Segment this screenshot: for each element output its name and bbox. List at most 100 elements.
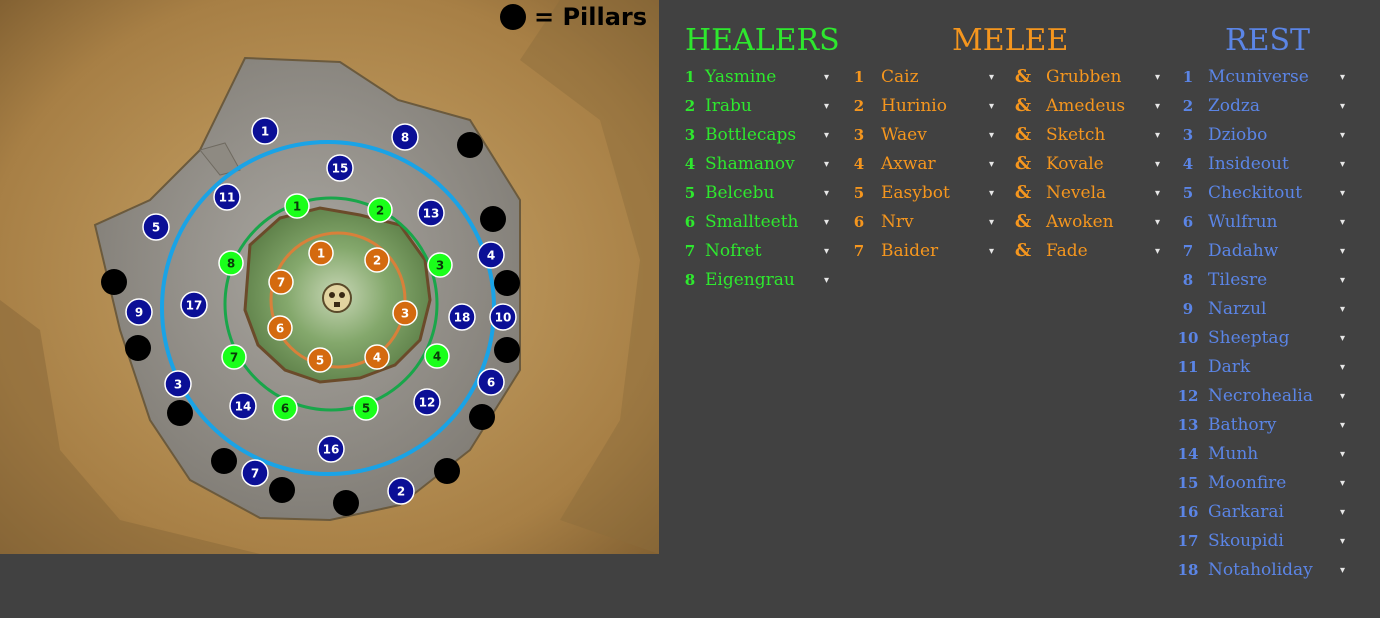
melee-partner-row[interactable]: &Grubben▾: [1012, 63, 1170, 92]
melee-partner-row[interactable]: &Awoken▾: [1012, 208, 1170, 237]
dropdown-arrow-icon[interactable]: ▾: [1340, 391, 1346, 402]
melee-ring: [269, 231, 407, 369]
rest-position-marker: 13: [417, 199, 445, 227]
rest-slot-number: 3: [1182, 126, 1194, 144]
healers-header: HEALERS: [685, 23, 840, 58]
dropdown-arrow-icon[interactable]: ▾: [1340, 130, 1346, 141]
dropdown-arrow-icon[interactable]: ▾: [989, 246, 995, 257]
dropdown-arrow-icon[interactable]: ▾: [1155, 101, 1161, 112]
melee-partner-row[interactable]: &Sketch▾: [1012, 121, 1170, 150]
dropdown-arrow-icon[interactable]: ▾: [824, 246, 830, 257]
dropdown-arrow-icon[interactable]: ▾: [1340, 507, 1346, 518]
rest-position-marker: 2: [387, 477, 415, 505]
rest-position-marker: 10: [489, 303, 517, 331]
dropdown-arrow-icon[interactable]: ▾: [1340, 304, 1346, 315]
melee-partner-row[interactable]: &Kovale▾: [1012, 150, 1170, 179]
dropdown-arrow-icon[interactable]: ▾: [1155, 246, 1161, 257]
healers-position-marker: 2: [367, 197, 393, 223]
dropdown-arrow-icon[interactable]: ▾: [824, 130, 830, 141]
dropdown-arrow-icon[interactable]: ▾: [1340, 333, 1346, 344]
dropdown-arrow-icon[interactable]: ▾: [1340, 275, 1346, 286]
dropdown-arrow-icon[interactable]: ▾: [989, 188, 995, 199]
rest-marker-number: 8: [401, 131, 409, 145]
healers-marker-circle: [367, 197, 393, 223]
dropdown-arrow-icon[interactable]: ▾: [989, 72, 995, 83]
dropdown-arrow-icon[interactable]: ▾: [1340, 101, 1346, 112]
dropdown-arrow-icon[interactable]: ▾: [1340, 536, 1346, 547]
dropdown-arrow-icon[interactable]: ▾: [989, 159, 995, 170]
dropdown-arrow-icon[interactable]: ▾: [1340, 217, 1346, 228]
dropdown-arrow-icon[interactable]: ▾: [1155, 130, 1161, 141]
dropdown-arrow-icon[interactable]: ▾: [824, 101, 830, 112]
healers-position-marker: 8: [218, 250, 244, 276]
melee-marker-number: 6: [276, 322, 284, 336]
dropdown-arrow-icon[interactable]: ▾: [1340, 449, 1346, 460]
dropdown-arrow-icon[interactable]: ▾: [1340, 246, 1346, 257]
dropdown-arrow-icon[interactable]: ▾: [824, 159, 830, 170]
rest-slot-number: 12: [1177, 387, 1199, 405]
rest-marker-circle: [326, 154, 354, 182]
rest-position-marker: 1: [251, 117, 279, 145]
dropdown-arrow-icon[interactable]: ▾: [1340, 420, 1346, 431]
melee-marker-circle: [392, 300, 418, 326]
melee-partner-row[interactable]: &Fade▾: [1012, 237, 1170, 266]
dropdown-arrow-icon[interactable]: ▾: [824, 275, 830, 286]
dropdown-arrow-icon[interactable]: ▾: [989, 101, 995, 112]
dropdown-arrow-icon[interactable]: ▾: [1340, 159, 1346, 170]
healers-marker-number: 5: [362, 402, 370, 416]
rest-marker-circle: [387, 477, 415, 505]
dropdown-arrow-icon[interactable]: ▾: [1340, 188, 1346, 199]
melee-partner-row[interactable]: &Amedeus▾: [1012, 92, 1170, 121]
dropdown-arrow-icon[interactable]: ▾: [1155, 72, 1161, 83]
melee-player-name: Hurinio: [881, 96, 947, 116]
dropdown-arrow-icon[interactable]: ▾: [989, 217, 995, 228]
melee-partner-row[interactable]: &Nevela▾: [1012, 179, 1170, 208]
dropdown-arrow-icon[interactable]: ▾: [1340, 478, 1346, 489]
dropdown-arrow-icon[interactable]: ▾: [1155, 188, 1161, 199]
dropdown-arrow-icon[interactable]: ▾: [1340, 72, 1346, 83]
dropdown-arrow-icon[interactable]: ▾: [824, 217, 830, 228]
dropdown-arrow-icon[interactable]: ▾: [1155, 217, 1161, 228]
rest-position-marker: 17: [180, 291, 208, 319]
dropdown-arrow-icon[interactable]: ▾: [989, 130, 995, 141]
dropdown-arrow-icon[interactable]: ▾: [1340, 362, 1346, 373]
dropdown-arrow-icon[interactable]: ▾: [824, 72, 830, 83]
dropdown-arrow-icon[interactable]: ▾: [1155, 159, 1161, 170]
rest-slot-number: 2: [1182, 97, 1194, 115]
dropdown-arrow-icon[interactable]: ▾: [1340, 565, 1346, 576]
dropdown-arrow-icon[interactable]: ▾: [824, 188, 830, 199]
